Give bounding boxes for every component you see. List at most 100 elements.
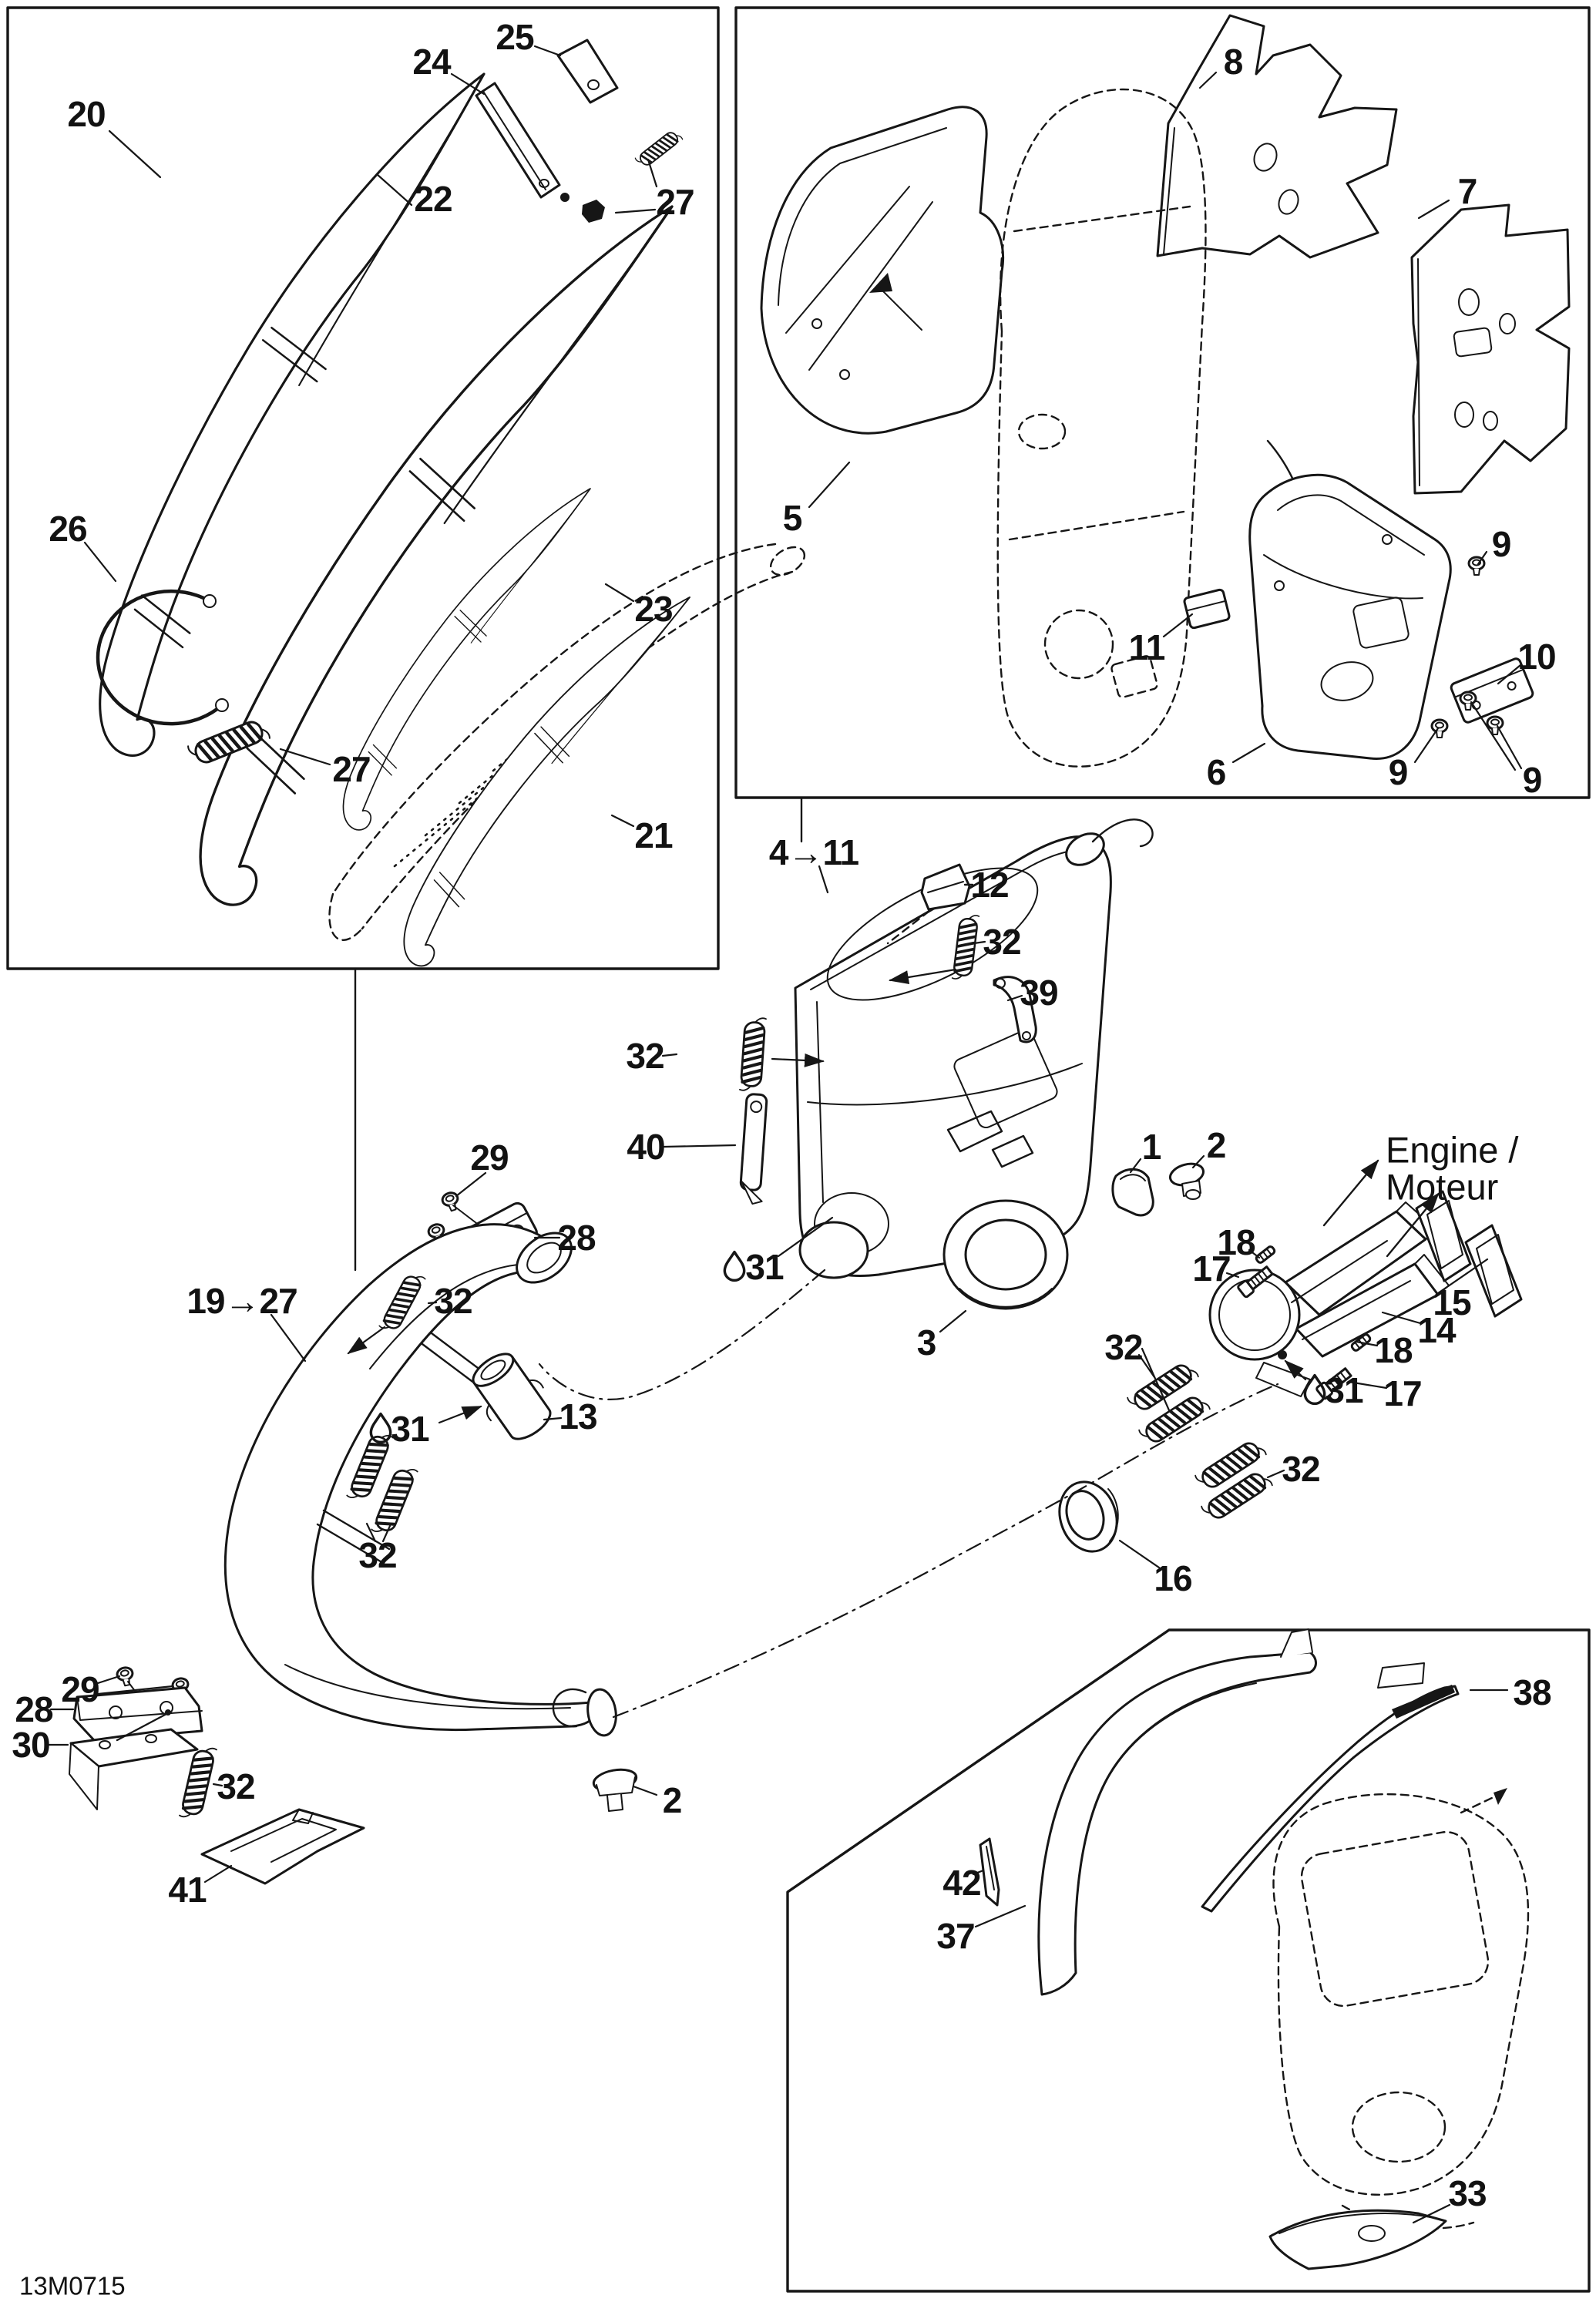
callout-2: 2	[632, 1780, 682, 1820]
leader-line	[83, 541, 117, 583]
part-number-label: 20	[67, 94, 105, 134]
part-number-label: 9	[1492, 524, 1511, 564]
part-number-label: 22	[414, 179, 452, 219]
callout-6: 6	[1207, 742, 1266, 792]
leader-line	[1162, 613, 1194, 638]
callout-19→27: 19→27	[186, 1281, 307, 1363]
part-5-side-panel	[760, 106, 1005, 435]
part-39-strap	[993, 976, 1037, 1043]
part-number-label: 11	[1129, 627, 1165, 667]
part-2-pin-bottom	[592, 1768, 638, 1812]
leader-line	[455, 1171, 487, 1198]
part-number-label: 18	[1374, 1330, 1413, 1370]
phantom-line-pipe-engine	[612, 1383, 1279, 1719]
leader-line	[533, 45, 562, 57]
part-number-label: 30	[12, 1725, 49, 1765]
part-number-label: 32	[217, 1766, 254, 1806]
callout-37: 37	[936, 1904, 1026, 1956]
part-number-label: 6	[1207, 752, 1226, 792]
part-number-label: 10	[1517, 637, 1555, 677]
callout-4→11: 4→11	[769, 832, 860, 894]
part-number-label: 7	[1458, 171, 1477, 211]
callout-39: 39	[1006, 973, 1059, 1013]
callout-15: 15	[1433, 1258, 1489, 1322]
part-42-strip	[979, 1837, 1000, 1907]
part-number-label: 14	[1417, 1310, 1457, 1350]
callout-22: 22	[375, 173, 453, 219]
leader-line	[808, 461, 851, 509]
leader-line	[270, 1313, 307, 1363]
callout-25: 25	[496, 17, 562, 57]
callout-5: 5	[783, 461, 851, 538]
callout-41: 41	[168, 1864, 233, 1910]
leader-line	[96, 1685, 174, 1695]
leader-line	[1347, 1380, 1388, 1390]
part-number-label: 21	[634, 815, 673, 855]
leader-line	[1231, 742, 1266, 764]
part-7-foam-panel	[1410, 203, 1571, 495]
callout-20: 20	[67, 94, 162, 179]
part-2-grommet	[1168, 1162, 1205, 1200]
part-number-label: 5	[783, 498, 802, 538]
callout-32: 32	[889, 922, 1022, 984]
part-number-label: 12	[970, 865, 1008, 905]
drawing-code: 13M0715	[19, 2272, 126, 2300]
part-number-label: 37	[936, 1916, 974, 1956]
part-38-molding	[1201, 1662, 1460, 1913]
leader-line	[939, 1309, 967, 1333]
leader-line	[1198, 71, 1218, 89]
part-number-label: 29	[470, 1138, 508, 1178]
part-number-label: 15	[1433, 1282, 1471, 1322]
leader-line	[1417, 199, 1450, 220]
ghost-muffler-outline	[996, 88, 1207, 768]
leader-arrow	[347, 1326, 386, 1355]
callout-12: 12	[970, 865, 1009, 905]
leader-line	[1497, 664, 1522, 685]
leader-line	[632, 1785, 658, 1796]
part-number-label: 32	[626, 1036, 664, 1076]
callout-11: 11	[1129, 613, 1194, 667]
part-number-label: 32	[1282, 1449, 1319, 1489]
leader-line	[1413, 727, 1440, 764]
part-number-label: 32	[434, 1281, 472, 1321]
leader-line	[365, 1522, 377, 1543]
callout-32: 32	[626, 1036, 825, 1076]
part-number-label: 13	[559, 1396, 596, 1437]
leader-line	[1412, 2203, 1451, 2224]
part-26-retaining-ring	[96, 589, 229, 726]
inset-box-top-right	[734, 6, 1591, 799]
part-6-lower-panel	[1248, 473, 1452, 760]
leader-line	[1477, 550, 1488, 566]
part-13-coupler	[472, 1353, 552, 1440]
part-number-label: 17	[1192, 1248, 1230, 1289]
part-number-label: 9	[1523, 760, 1542, 800]
part-number-label: 28	[557, 1218, 596, 1258]
part-12-damper	[886, 863, 977, 945]
leader-line	[1436, 1258, 1489, 1295]
leader-line	[212, 1783, 223, 1787]
engine-arrow-2	[1386, 1193, 1440, 1258]
leader-line	[1006, 994, 1023, 1002]
callout-32: 32	[1266, 1449, 1321, 1489]
part-number-label: 4→11	[769, 832, 859, 872]
part-28-bracket-lower	[72, 1686, 203, 1742]
part-number-label: 1	[1142, 1127, 1161, 1167]
phantom-line-muffler	[538, 1269, 826, 1400]
spring-32-bottom	[180, 1745, 217, 1821]
leader-line	[818, 865, 829, 894]
leader-line	[661, 1053, 678, 1057]
part-number-label: 31	[745, 1247, 784, 1287]
part-11-pad	[1183, 588, 1231, 630]
leader-line	[610, 814, 635, 828]
leader-line	[279, 748, 331, 766]
callout-14: 14	[1381, 1310, 1457, 1350]
part-number-label: 26	[49, 509, 86, 549]
leader-line	[604, 583, 635, 603]
ghost-engine-assembly	[1272, 1788, 1530, 2230]
part-37-trim	[1037, 1628, 1317, 1996]
part-number-label: 31	[391, 1409, 429, 1449]
callout-18: 18	[1355, 1330, 1413, 1370]
part-number-label: 32	[1104, 1327, 1142, 1367]
part-16-gasket-ring	[1058, 1480, 1119, 1553]
